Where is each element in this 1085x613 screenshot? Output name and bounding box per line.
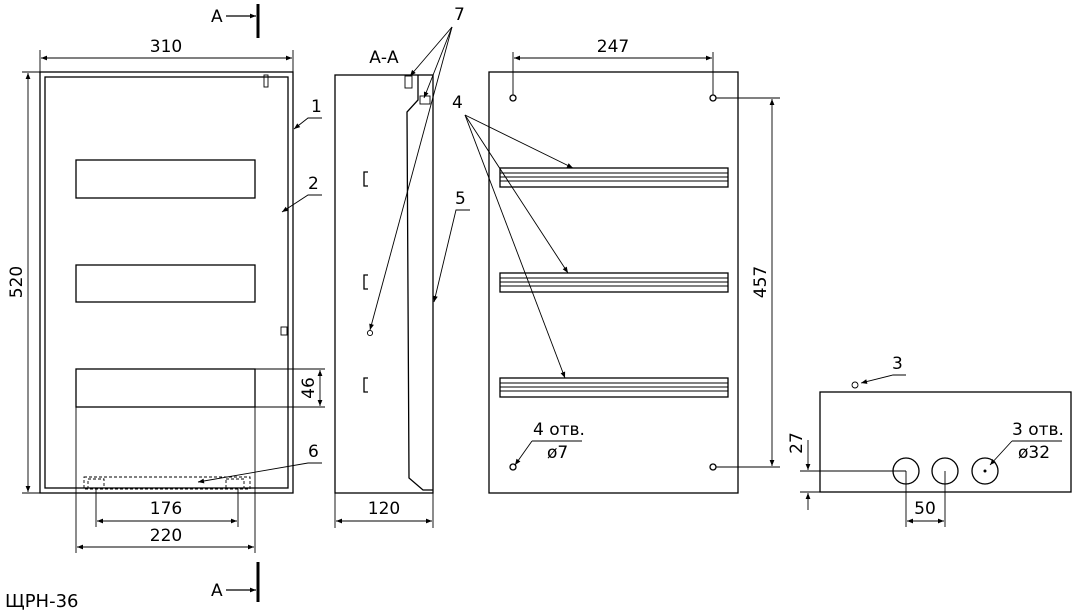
callout-2: 2 [308, 174, 319, 194]
back-panel [488, 71, 739, 494]
section-marker-top: А [211, 4, 260, 38]
dim-bottom-hole-height: 27 [787, 432, 807, 454]
din-rail-1 [499, 167, 729, 188]
side-view: А-А 120 7 5 [334, 5, 470, 528]
callout-3: 3 [892, 354, 903, 374]
bottom-hole-diameter: ø32 [1018, 443, 1050, 463]
section-marker-bottom: А [211, 562, 260, 602]
bottom-view: 3 27 50 3 отв. ø32 [787, 354, 1072, 527]
side-enclosure [334, 74, 434, 494]
front-window-3 [75, 368, 256, 408]
dim-front-height: 520 [7, 266, 27, 298]
bottom-latch [851, 381, 859, 389]
dim-bottom-hole-spacing: 50 [914, 499, 936, 519]
section-letter-bottom: А [211, 581, 223, 601]
back-hole-count: 4 отв. [533, 420, 585, 440]
back-hole-top-left [509, 94, 517, 102]
dim-front-width: 310 [150, 37, 182, 57]
section-view-label: А-А [369, 48, 399, 68]
back-hole-bottom-right [709, 463, 717, 471]
back-hole-diameter: ø7 [547, 443, 568, 463]
front-lock [280, 326, 288, 336]
front-zero-bus [83, 476, 251, 490]
front-top-latch [263, 74, 269, 88]
dim-rail-outer: 220 [150, 526, 182, 546]
back-hole-bottom-left [509, 463, 517, 471]
back-hole-top-right [709, 94, 717, 102]
dim-back-holes-x: 247 [597, 37, 629, 57]
callout-7: 7 [454, 5, 465, 25]
bottom-panel [819, 391, 1072, 493]
dim-window-height: 46 [299, 377, 319, 399]
front-door [44, 76, 289, 489]
back-view: 247 457 4 4 отв. ø7 [452, 37, 780, 494]
bottom-hole-count: 3 отв. [1012, 420, 1064, 440]
dim-rail-inner: 176 [150, 499, 182, 519]
din-rail-3 [499, 377, 729, 398]
callout-6: 6 [308, 442, 319, 462]
callout-4: 4 [452, 93, 463, 113]
model-label: ЩРН-36 [5, 591, 78, 612]
side-panel [406, 75, 433, 491]
front-enclosure [39, 71, 294, 494]
front-view: 310 520 46 176 220 1 2 6 [7, 37, 325, 553]
dim-side-depth: 120 [368, 499, 400, 519]
dim-back-holes-y: 457 [751, 266, 771, 298]
front-window-2 [75, 264, 256, 303]
callout-1: 1 [311, 97, 322, 117]
din-rail-2 [499, 272, 729, 293]
bottom-hole-3 [971, 457, 999, 485]
front-window-1 [75, 159, 256, 199]
section-letter-top: А [211, 7, 223, 27]
callout-5: 5 [455, 189, 466, 209]
